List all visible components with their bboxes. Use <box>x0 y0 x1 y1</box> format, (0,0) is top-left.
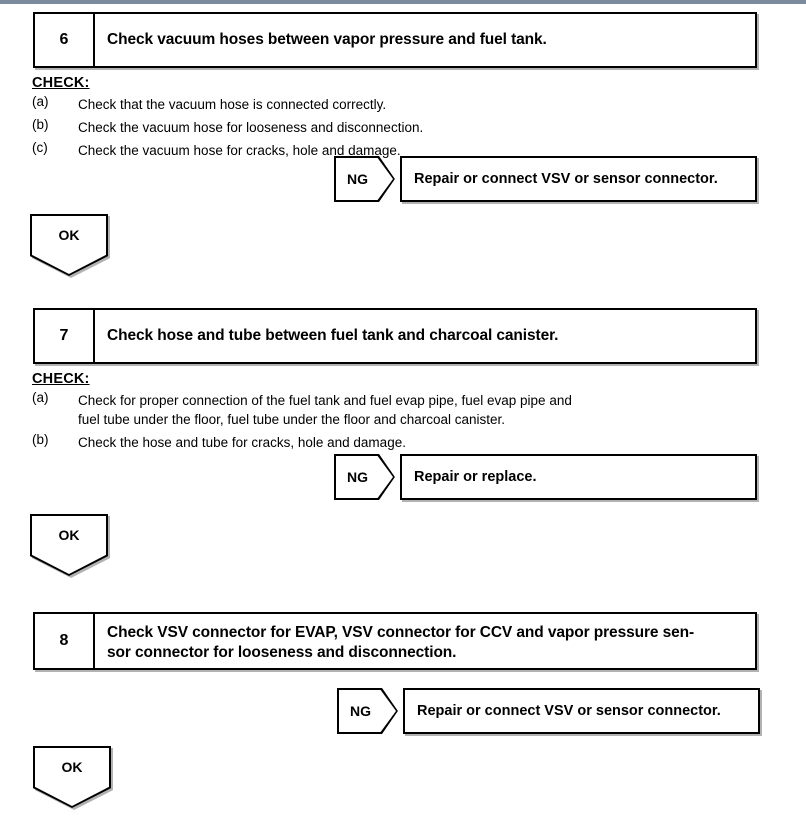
ok-marker-6: OK <box>30 214 108 276</box>
ng-result-box-8: Repair or connect VSV or sensor connecto… <box>403 688 760 734</box>
step-title-7-line-1: Check hose and tube between fuel tank an… <box>107 327 559 345</box>
check-key-7b: (b) <box>32 431 49 447</box>
check-key-6a: (a) <box>32 93 49 109</box>
ok-marker-8-label: OK <box>61 759 83 775</box>
check-key-7a: (a) <box>32 389 49 405</box>
check-text-7a: Check for proper connection of the fuel … <box>78 392 572 427</box>
check-text-6c: Check the vacuum hose for cracks, hole a… <box>78 142 401 158</box>
ng-result-box-7: Repair or replace. <box>400 454 757 500</box>
step-title-6: Check vacuum hoses between vapor pressur… <box>95 14 755 66</box>
step-number-7: 7 <box>35 310 95 362</box>
check-block-6: CHECK: (a) Check that the vacuum hose is… <box>32 76 592 160</box>
ok-marker-6-fill <box>32 216 106 274</box>
step-box-6: 6 Check vacuum hoses between vapor press… <box>33 12 757 68</box>
check-text-7b: Check the hose and tube for cracks, hole… <box>78 434 406 450</box>
check-text-6a: Check that the vacuum hose is connected … <box>78 96 387 112</box>
step-title-8-line-1: Check VSV connector for EVAP, VSV connec… <box>107 624 695 641</box>
check-item-6a: (a) Check that the vacuum hose is connec… <box>32 93 592 114</box>
scan-top-edge <box>0 0 806 4</box>
check-item-6c: (c) Check the vacuum hose for cracks, ho… <box>32 141 592 160</box>
step-number-8: 8 <box>35 614 95 668</box>
check-item-7a: (a) Check for proper connection of the f… <box>32 389 692 429</box>
step-title-8-line-2: sor connector for looseness and disconne… <box>107 643 457 661</box>
ng-marker-7: NG <box>334 454 395 500</box>
check-key-6c: (c) <box>32 139 48 155</box>
ng-branch-6: NG Repair or connect VSV or sensor conne… <box>334 156 757 202</box>
step-title-6-line-1: Check vacuum hoses between vapor pressur… <box>107 31 547 49</box>
ng-branch-8: NG Repair or connect VSV or sensor conne… <box>337 688 760 734</box>
check-item-6b: (b) Check the vacuum hose for looseness … <box>32 118 592 137</box>
check-item-7b: (b) Check the hose and tube for cracks, … <box>32 433 692 452</box>
step-box-8: 8 Check VSV connector for EVAP, VSV conn… <box>33 612 757 670</box>
step-box-7: 7 Check hose and tube between fuel tank … <box>33 308 757 364</box>
check-text-6b: Check the vacuum hose for looseness and … <box>78 119 424 135</box>
ng-branch-7: NG Repair or replace. <box>334 454 757 500</box>
ng-result-box-6: Repair or connect VSV or sensor connecto… <box>400 156 757 202</box>
ok-marker-7-label: OK <box>58 527 80 543</box>
step-title-8: Check VSV connector for EVAP, VSV connec… <box>95 614 755 668</box>
check-key-6b: (b) <box>32 116 49 132</box>
step-number-6: 6 <box>35 14 95 66</box>
ok-marker-6-label: OK <box>58 227 80 243</box>
ok-marker-8: OK <box>33 746 111 808</box>
step-title-7: Check hose and tube between fuel tank an… <box>95 310 755 362</box>
ok-marker-7-fill <box>32 516 106 574</box>
check-label-7: CHECK: <box>32 371 90 387</box>
ng-marker-6: NG <box>334 156 395 202</box>
check-label-6: CHECK: <box>32 75 90 91</box>
ng-marker-8: NG <box>337 688 398 734</box>
check-block-7: CHECK: (a) Check for proper connection o… <box>32 372 692 452</box>
ok-marker-7: OK <box>30 514 108 576</box>
ok-marker-8-fill <box>35 748 109 806</box>
